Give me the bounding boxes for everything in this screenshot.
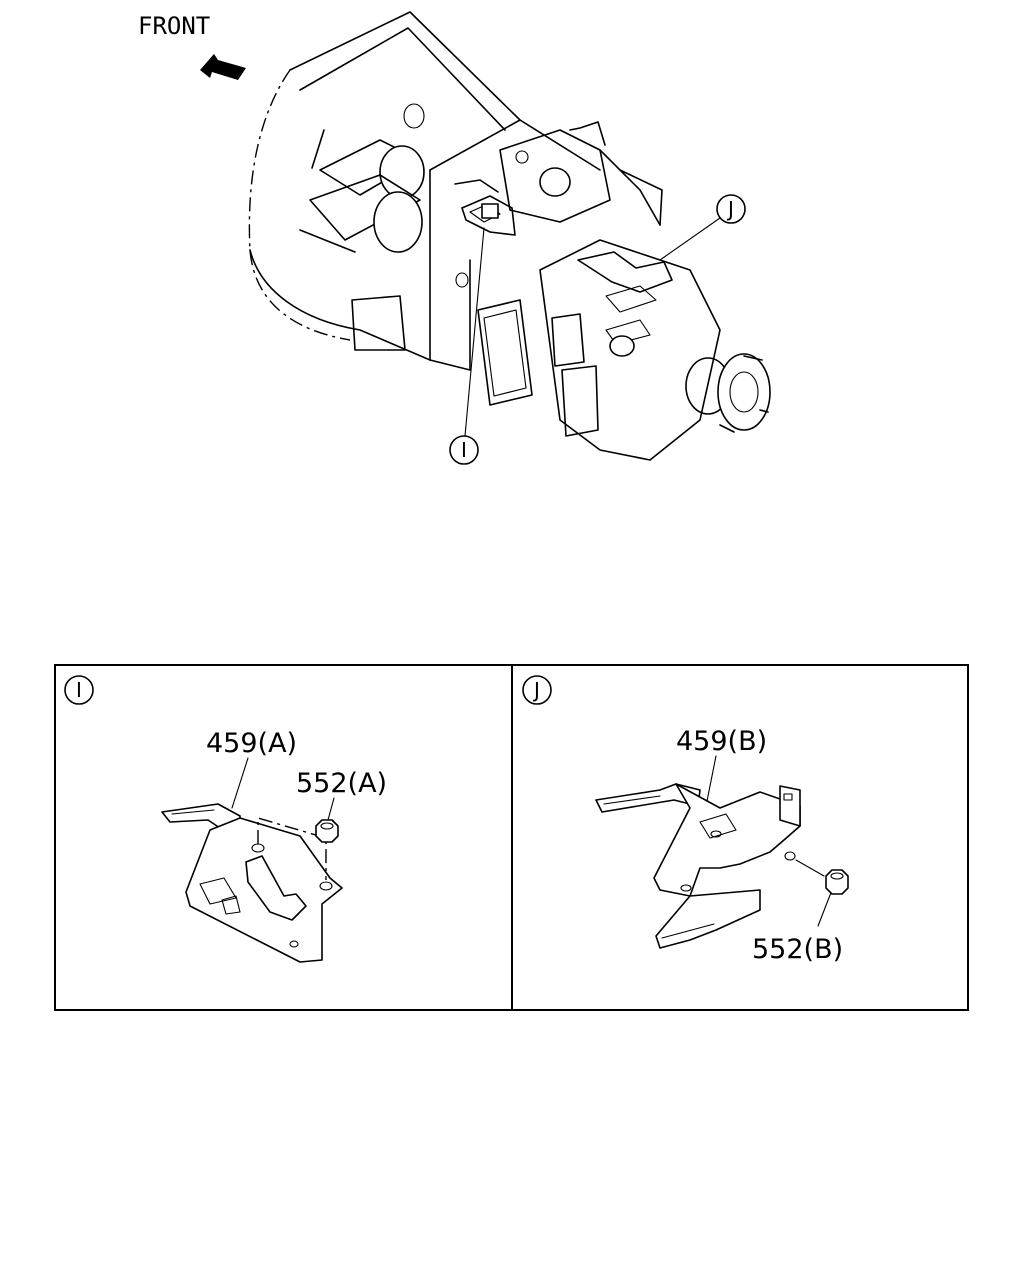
callout-i-overview: I (449, 435, 479, 465)
transmission-assembly (248, 11, 771, 461)
bracket-459b-label: 459(B) (676, 726, 767, 757)
panel-i-callout: I (64, 675, 94, 705)
front-arrow-icon (200, 54, 246, 80)
bracket-459a-label: 459(A) (206, 728, 297, 759)
svg-text:J: J (726, 197, 734, 221)
bracket-459a (161, 803, 343, 963)
nut-552b (825, 869, 849, 895)
panel-j-callout: J (522, 675, 552, 705)
output-flange (609, 335, 771, 433)
shift-tower (499, 121, 663, 226)
nut-552a (315, 819, 339, 843)
starter-motor (299, 129, 425, 253)
front-label: FRONT (138, 12, 210, 40)
bracket-j-location (577, 251, 673, 345)
nut-552a-label: 552(A) (296, 768, 387, 799)
callout-j-overview: J (716, 194, 746, 224)
panel-j: J 459(B) 552(B) (522, 675, 849, 965)
nut-552b-label: 552(B) (752, 934, 843, 965)
svg-text:J: J (532, 678, 540, 702)
bracket-459b (595, 783, 825, 949)
bracket-i-location (454, 179, 516, 236)
svg-text:I: I (76, 678, 82, 702)
panel-i: I 459(A) 552(A) (64, 675, 387, 963)
svg-text:I: I (461, 438, 467, 462)
